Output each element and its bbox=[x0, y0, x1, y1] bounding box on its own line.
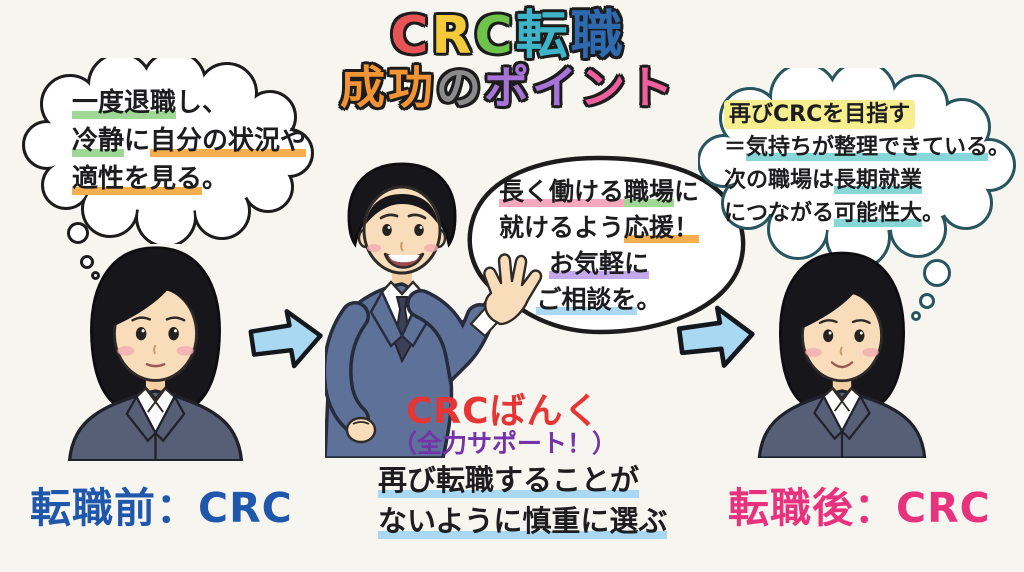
thought-bubble-after: 再びCRCを目指す ＝気持ちが整理できている。次の職場は長期就業につながる可能性大… bbox=[698, 68, 1018, 268]
woman-after-illustration bbox=[757, 251, 927, 458]
thought-trail-dot bbox=[923, 259, 951, 287]
thought-before-text: 一度退職し、冷静に自分の状況や適性を見る。 bbox=[22, 58, 318, 198]
text-line: 適性を見る。 bbox=[72, 164, 229, 196]
thought-bubble-before: 一度退職し、冷静に自分の状況や適性を見る。 bbox=[22, 58, 318, 244]
arrow-right-icon bbox=[676, 305, 755, 368]
speech-bubble-agent: 長く働ける職場に就けるよう応援！ お気軽にご相談を。 bbox=[448, 152, 750, 348]
label-agent-name: CRCばんく bbox=[406, 391, 601, 432]
arrow-right-icon bbox=[248, 309, 323, 369]
label-after-crc: 転職後：CRC bbox=[728, 484, 991, 532]
text-line: 再び転職することが bbox=[378, 463, 640, 499]
agent-man-illustration bbox=[325, 162, 543, 458]
text-line: お気軽に bbox=[548, 249, 649, 280]
speech-agent-text: 長く働ける職場に就けるよう応援！ お気軽にご相談を。 bbox=[448, 152, 750, 318]
thought-trail-dot bbox=[91, 271, 100, 280]
text-line: ないように慎重に選ぶ bbox=[378, 504, 668, 540]
text-line: 就けるよう応援！ bbox=[498, 213, 700, 244]
thought-trail-dot bbox=[80, 255, 94, 269]
thought-trail-dot bbox=[919, 293, 935, 309]
text-line: につながる可能性大。 bbox=[724, 201, 945, 228]
text-line: 次の職場は長期就業 bbox=[724, 168, 923, 195]
text-line: ＝気持ちが整理できている。 bbox=[724, 135, 1011, 162]
text-line: 一度退職し、 bbox=[72, 88, 229, 120]
text-line: ご相談を。 bbox=[536, 285, 662, 316]
title-line-1: CRC転職 bbox=[390, 6, 626, 66]
thought-trail-dot bbox=[911, 311, 921, 321]
agent-bottom-note: 再び転職することがないように慎重に選ぶ bbox=[378, 460, 668, 542]
title-line-2: 成功のポイント bbox=[339, 61, 677, 115]
text-line: 長く働ける職場に bbox=[498, 177, 700, 208]
label-agent-subtitle: （全力サポート！） bbox=[392, 429, 618, 458]
text-line: 再びCRCを目指す bbox=[724, 98, 1018, 131]
thought-trail-dot bbox=[67, 222, 89, 244]
text-line: 冷静に自分の状況や bbox=[72, 126, 307, 158]
thought-after-text: 再びCRCを目指す ＝気持ちが整理できている。次の職場は長期就業につながる可能性大… bbox=[698, 68, 1018, 230]
label-before-crc: 転職前：CRC bbox=[30, 484, 293, 532]
woman-before-illustration bbox=[67, 246, 244, 461]
page-title: CRC転職 成功のポイント bbox=[318, 8, 698, 113]
